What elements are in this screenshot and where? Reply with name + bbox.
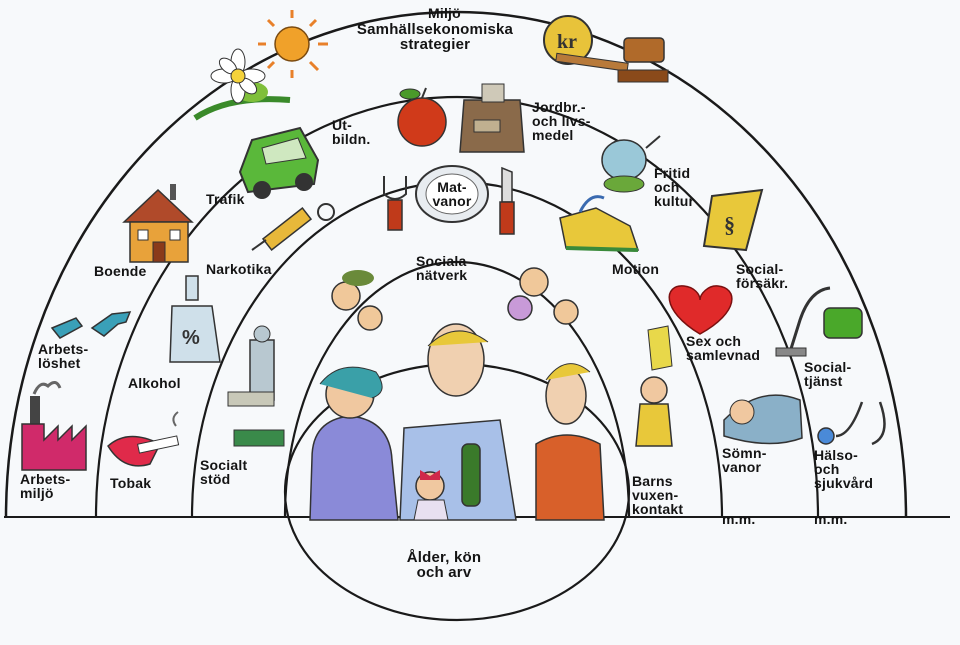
cigarette-icon (107, 411, 180, 467)
plate-icon (415, 165, 489, 223)
svg-text:kr: kr (557, 31, 577, 53)
flower-icon (193, 48, 291, 121)
label-alkohol: Alkohol (128, 375, 181, 391)
fork-icon (383, 176, 407, 231)
label-socialtjanst: Social- tjänst (804, 359, 852, 389)
stethoscope-icon (817, 401, 886, 446)
band1-ring-arc (283, 260, 631, 518)
house-icon (122, 184, 194, 263)
label-tobak: Tobak (110, 475, 152, 491)
label-mm-band2: m.m. (722, 511, 756, 527)
label-trafik: Trafik (206, 191, 245, 207)
svg-text:%: % (182, 327, 200, 349)
grocery-bag-icon (459, 83, 525, 153)
wrench-icon (50, 311, 132, 339)
label-socialforsakring: Social- försäkr. (736, 261, 789, 291)
label-socialt-stod: Socialt stöd (200, 457, 248, 487)
syringe-icon (251, 203, 335, 251)
apple-icon (397, 87, 447, 147)
label-fritid: Fritid och kultur (654, 165, 695, 209)
vacuum-icon (775, 286, 863, 357)
boy-icon (635, 325, 673, 447)
people-icon (331, 267, 579, 331)
label-arbetsmiljo: Arbets- miljö (20, 471, 71, 501)
sneaker-icon (559, 195, 640, 252)
label-alder: Ålder, kön och arv (406, 549, 482, 581)
bottle-icon: % (169, 275, 221, 363)
label-arbetsloshet: Arbets- löshet (38, 341, 89, 371)
label-sex: Sex och samlevnad (686, 333, 761, 363)
label-matvanor: Mat- vanor (432, 179, 472, 209)
svg-text:§: § (724, 212, 735, 237)
label-jordbruk: Jordbr.- och livs- medel (532, 99, 591, 143)
sun-icon (258, 10, 328, 78)
band3-ring-arc (94, 95, 820, 518)
child-icon (413, 470, 449, 521)
outer-ring-arc (4, 10, 908, 518)
label-strategier: Samhällsekonomiska strategier (356, 21, 514, 53)
label-motion: Motion (612, 261, 660, 277)
label-halso: Hälso- och sjukvård (814, 447, 874, 491)
heart-icon (668, 285, 733, 335)
label-mm-outer: m.m. (814, 511, 848, 527)
knife-icon (499, 166, 515, 235)
book-icon: § (702, 188, 764, 252)
label-narkotika: Narkotika (206, 261, 272, 277)
label-boende: Boende (94, 263, 147, 279)
label-miljo: Miljö (428, 5, 461, 21)
musician-icon (601, 135, 661, 193)
factory-icon (21, 381, 87, 471)
statue-icon (227, 325, 285, 447)
coin-icon: kr (543, 15, 593, 65)
car-icon (238, 126, 320, 199)
gavel-icon (555, 37, 669, 83)
label-sociala-natverk: Sociala nätverk (416, 253, 468, 283)
label-utbildning: Ut- bildn. (332, 117, 371, 147)
sleeping-man-icon (723, 394, 803, 445)
label-somnvanor: Sömn- vanor (722, 445, 767, 475)
label-barns-kontakt: Barns vuxen- kontakt (632, 473, 684, 517)
family-icon (309, 323, 605, 521)
